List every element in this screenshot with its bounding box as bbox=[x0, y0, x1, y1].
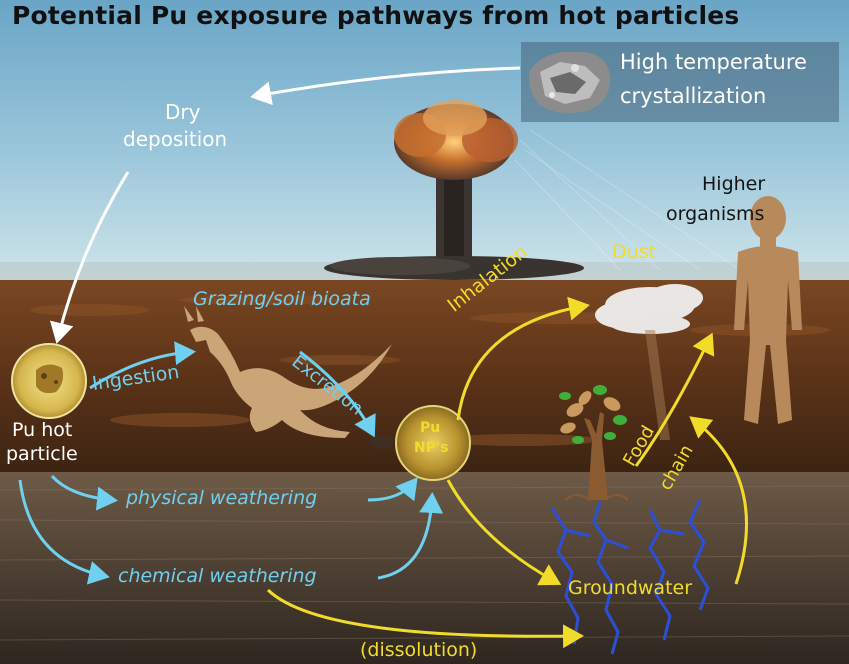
pu-hot-particle-sphere bbox=[12, 344, 86, 418]
diagram-title: Potential Pu exposure pathways from hot … bbox=[12, 2, 740, 31]
excretion-dropping bbox=[370, 435, 394, 449]
label-particle: particle bbox=[6, 444, 78, 466]
label-pu-hot: Pu hot bbox=[12, 420, 72, 442]
label-chemical-weathering: chemical weathering bbox=[118, 566, 317, 588]
label-physical-weathering: physical weathering bbox=[126, 488, 317, 510]
label-groundwater: Groundwater bbox=[568, 578, 692, 600]
label-high-temperature: High temperature bbox=[620, 50, 807, 74]
label-nps: NP's bbox=[414, 440, 449, 456]
label-crystallization: crystallization bbox=[620, 84, 766, 108]
label-organisms: organisms bbox=[666, 204, 764, 226]
label-pu: Pu bbox=[420, 420, 440, 436]
label-higher: Higher bbox=[702, 174, 765, 196]
label-dust: Dust bbox=[612, 242, 656, 264]
label-dry: Dry bbox=[165, 101, 200, 124]
label-deposition: deposition bbox=[123, 128, 227, 151]
label-dissolution: (dissolution) bbox=[360, 640, 477, 662]
crystal-micrograph bbox=[529, 52, 610, 113]
label-grazing: Grazing/soil bioata bbox=[193, 289, 371, 311]
